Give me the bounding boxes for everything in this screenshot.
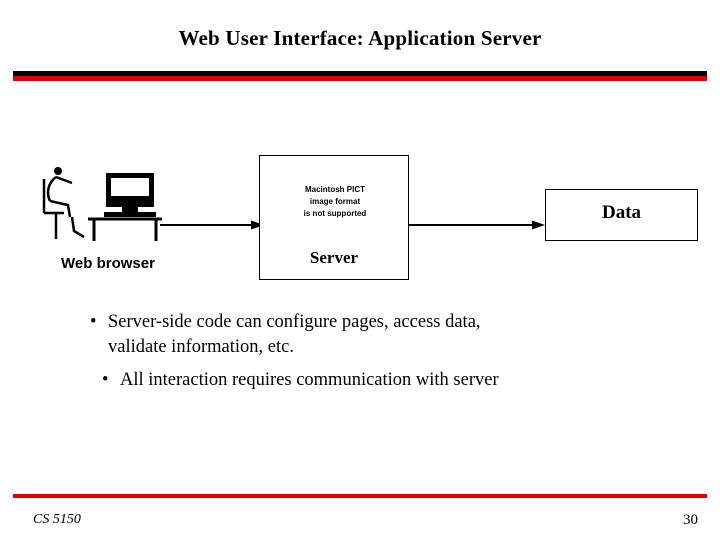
architecture-diagram: Web browser Macintosh PICT image format …: [0, 140, 720, 300]
arrow-server-to-data-icon: [408, 218, 546, 230]
data-label: Data: [601, 202, 642, 223]
title-rule-red: [13, 76, 707, 81]
bullet-marker: •: [90, 312, 97, 332]
web-browser-label: Web browser: [61, 255, 155, 272]
arrow-browser-to-server-icon: [160, 218, 265, 230]
list-item: • All interaction requires communication…: [86, 368, 666, 393]
title-rule-black: [13, 71, 707, 76]
footer-rule-red: [13, 494, 707, 498]
bullet-list: • Server-side code can configure pages, …: [86, 310, 666, 401]
server-label: Server: [309, 248, 359, 267]
bullet-line-1: All interaction requires communication w…: [120, 370, 499, 390]
web-browser-client-icon: [30, 155, 170, 245]
bullet-line-2: validate information, etc.: [108, 337, 294, 357]
server-image-placeholder: Macintosh PICT image format is not suppo…: [259, 155, 409, 280]
list-item: • Server-side code can configure pages, …: [86, 310, 666, 360]
footer-course-code: CS 5150: [33, 512, 81, 527]
data-box: [545, 189, 698, 241]
bullet-marker: •: [102, 370, 109, 390]
bullet-line-1: Server-side code can configure pages, ac…: [108, 312, 481, 332]
bullet-text: All interaction requires communication w…: [120, 368, 666, 393]
pict-line-3: is not supported: [303, 209, 367, 218]
bullet-text: Server-side code can configure pages, ac…: [108, 310, 666, 360]
pict-line-2: image format: [309, 197, 361, 206]
pict-line-1: Macintosh PICT: [304, 185, 365, 194]
slide-number: 30: [683, 512, 698, 528]
page-title: Web User Interface: Application Server: [178, 26, 542, 50]
pict-placeholder-text: Macintosh PICT image format is not suppo…: [260, 184, 410, 220]
